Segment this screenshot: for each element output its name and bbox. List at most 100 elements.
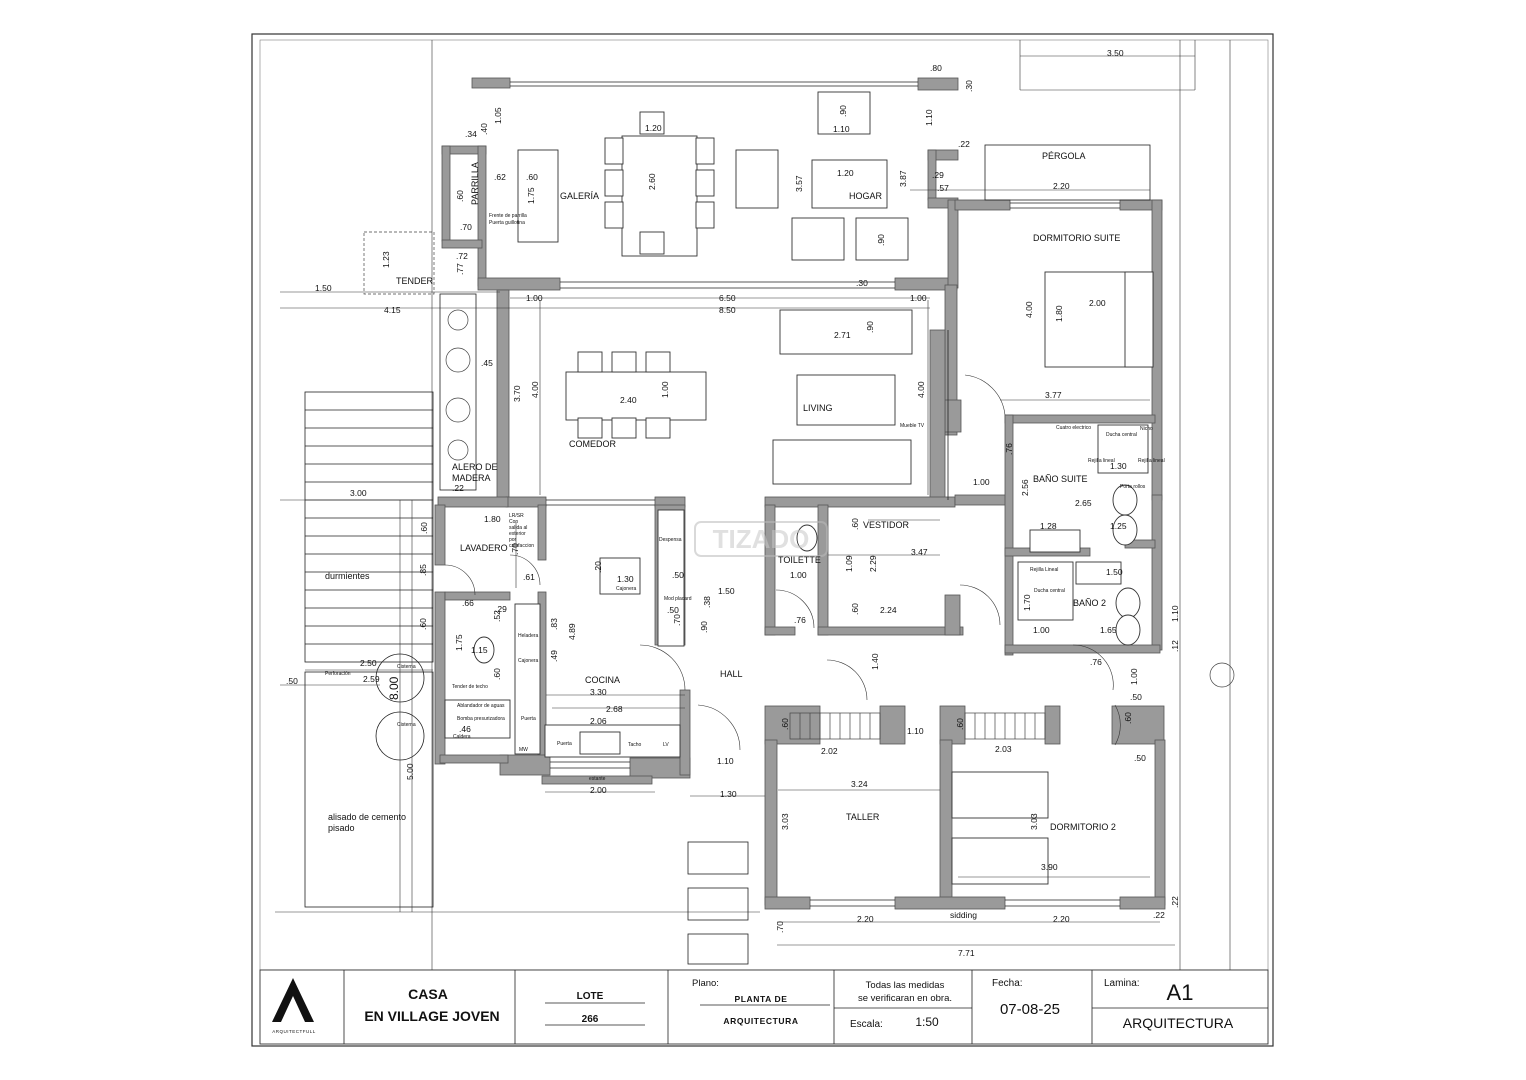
dim: 3.03 (780, 813, 790, 830)
dim: .20 (593, 561, 603, 573)
sheet-border (251, 33, 1274, 1047)
suite-bed (1044, 271, 1154, 368)
room-labels: GALERÍA HOGAR PÉRGOLA DORMITORIO SUITE P… (325, 151, 1120, 833)
dim: .60 (850, 518, 860, 530)
dim: 3.87 (898, 170, 908, 187)
escala-value: 1:50 (915, 1015, 939, 1029)
dim: .60 (418, 618, 428, 630)
dim: 6.50 (719, 293, 736, 303)
label-tender: TENDER (396, 276, 434, 286)
durmientes-steps (304, 391, 434, 663)
dim: .62 (494, 172, 506, 182)
windows (510, 81, 1120, 907)
dim: 3.24 (851, 779, 868, 789)
label-pergola: PÉRGOLA (1042, 151, 1086, 161)
dim: 1.10 (833, 124, 850, 134)
note-lr-4: exterior (509, 531, 526, 537)
label-bano2: BAÑO 2 (1073, 598, 1106, 608)
note-bomba: Bomba presurizadora (457, 716, 505, 722)
note-mw: MW (519, 747, 528, 753)
note-cuatro-electrico: Cuatro electrico (1056, 425, 1091, 431)
watermark-text: TIZADO (713, 524, 810, 554)
dim: .57 (937, 183, 949, 193)
dim: 1.00 (973, 477, 990, 487)
label-toilette: TOILETTE (778, 555, 821, 565)
dim: .50 (286, 676, 298, 686)
dim: 1.10 (924, 109, 934, 126)
taller-stairs (789, 712, 1046, 740)
disclaimer-2: se verificaran en obra. (858, 993, 952, 1004)
dim: 1.00 (1033, 625, 1050, 635)
label-dormitorio2: DORMITORIO 2 (1050, 822, 1116, 832)
dim: 1.25 (1110, 521, 1127, 531)
dim: 2.20 (1053, 914, 1070, 924)
note-lv: LV (663, 742, 669, 748)
dim: 2.71 (834, 330, 851, 340)
dim: 1.50 (718, 586, 735, 596)
dim: 3.90 (1041, 862, 1058, 872)
dim: 1.65 (1100, 625, 1117, 635)
label-alero-1: ALERO DE (452, 462, 498, 472)
lamina-label: Lamina: (1104, 978, 1140, 989)
dim: 2.00 (590, 785, 607, 795)
lamina-value: A1 (1167, 980, 1194, 1005)
label-vestidor: VESTIDOR (863, 520, 910, 530)
dim: .60 (419, 522, 429, 534)
dim: .80 (930, 63, 942, 73)
dim: 3.03 (1029, 813, 1039, 830)
dimension-texts: 3.50 .80 .30 1.10 .22 2.20 1.05 .34 .40 … (286, 48, 1180, 958)
dim: .49 (549, 650, 559, 662)
dim: .38 (702, 596, 712, 608)
planter-shrubs (445, 309, 1235, 688)
dim: .30 (856, 278, 868, 288)
note-tender-techo: Tender de techo (452, 684, 488, 690)
dim: 1.00 (790, 570, 807, 580)
dim: .50 (672, 570, 684, 580)
dim: .60 (850, 603, 860, 615)
note-lr-5: por (509, 537, 517, 543)
lote-value: 266 (582, 1014, 599, 1025)
dim: .72 (456, 251, 468, 261)
note-ablandador: Ablandador de aguas (457, 703, 505, 709)
dim: 1.10 (907, 726, 924, 736)
note-cajonera: Cajonera (616, 586, 637, 592)
note-cisterna: Cisterna (397, 664, 416, 670)
note-perforacion: Perforación (325, 671, 351, 677)
label-alisado-2: pisado (328, 823, 355, 833)
dim: 8.50 (719, 305, 736, 315)
dim: 1.00 (1129, 668, 1139, 685)
note-ducha2: Ducha central (1034, 588, 1065, 594)
note-rejilla2: Rejilla lineal (1138, 458, 1165, 464)
label-taller: TALLER (846, 812, 880, 822)
dim: .90 (838, 105, 848, 117)
label-comedor: COMEDOR (569, 439, 617, 449)
dim: 1.80 (484, 514, 501, 524)
dim: .22 (1170, 896, 1180, 908)
dim: 3.00 (350, 488, 367, 498)
gallery-furniture (517, 91, 909, 261)
label-hogar: HOGAR (849, 191, 883, 201)
note-cisterna2: Cisterna (397, 722, 416, 728)
dim: 2.02 (821, 746, 838, 756)
dim: 2.59 (363, 674, 380, 684)
label-hall: HALL (720, 669, 743, 679)
dim: 4.00 (1024, 301, 1034, 318)
dim: .61 (523, 572, 535, 582)
note-despensa: Despensa (659, 537, 682, 543)
note-mueble-tv: Mueble TV (900, 423, 925, 429)
plano-label: Plano: (692, 978, 719, 989)
dim: 1.40 (870, 653, 880, 670)
note-heladera: Heladera (518, 633, 539, 639)
dim: 4.89 (567, 623, 577, 640)
property-lines (275, 40, 1231, 970)
dim: 1.75 (526, 187, 536, 204)
label-galeria: GALERÍA (560, 191, 599, 201)
dim: 2.65 (1075, 498, 1092, 508)
note-lr-3: salida al (509, 525, 527, 531)
dim: .50 (1134, 753, 1146, 763)
dim: .90 (876, 234, 886, 246)
project-title-1: CASA (408, 986, 448, 1002)
note-caldera: Caldera (453, 734, 471, 740)
dim: 2.00 (1089, 298, 1106, 308)
plano-value-1: PLANTA DE (734, 994, 787, 1004)
